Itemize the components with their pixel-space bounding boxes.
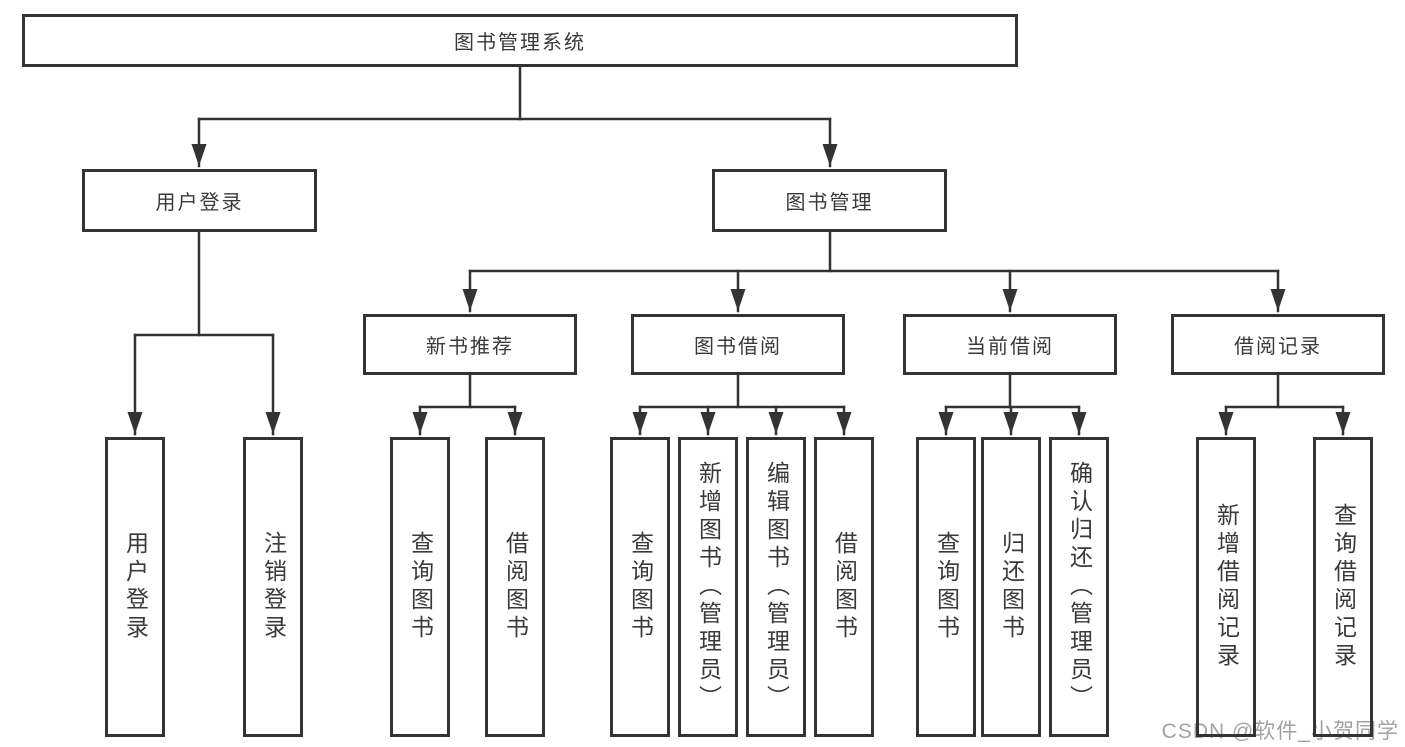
node-user-login-label: 用户登录: [155, 192, 244, 214]
leaf-current-query-books: 查询图书: [916, 437, 976, 737]
leaf-borrow-books-label: 借阅图书: [831, 531, 858, 643]
node-library-management-system: 图书管理系统: [22, 14, 1018, 67]
leaf-logout: 注销登录: [243, 437, 303, 737]
leaf-add-books-admin: 新增图书（管理员）: [678, 437, 738, 737]
node-book-management-label: 图书管理: [785, 192, 874, 214]
leaf-confirm-return-admin-label: 确认归还（管理员）: [1066, 461, 1093, 713]
leaf-newrec-borrow-books-label: 借阅图书: [502, 531, 529, 643]
node-current-borrowing-label: 当前借阅: [966, 336, 1054, 358]
node-borrowing-records: 借阅记录: [1171, 314, 1385, 375]
leaf-return-books-label: 归还图书: [998, 531, 1025, 643]
leaf-borrow-query-books: 查询图书: [610, 437, 670, 737]
node-book-management: 图书管理: [712, 169, 947, 232]
leaf-add-books-admin-label: 新增图书（管理员）: [695, 461, 722, 713]
leaf-user-login-label: 用户登录: [122, 531, 149, 643]
watermark: CSDN @软件_小贺同学: [1161, 720, 1399, 743]
leaf-logout-label: 注销登录: [260, 531, 287, 643]
leaf-newrec-query-books: 查询图书: [390, 437, 450, 737]
leaf-newrec-query-books-label: 查询图书: [407, 531, 434, 643]
node-borrowing-records-label: 借阅记录: [1234, 336, 1322, 358]
leaf-query-borrow-record: 查询借阅记录: [1313, 437, 1373, 737]
node-book-borrowing: 图书借阅: [631, 314, 845, 375]
node-user-login: 用户登录: [82, 169, 317, 232]
leaf-edit-books-admin: 编辑图书（管理员）: [746, 437, 806, 737]
node-book-borrowing-label: 图书借阅: [694, 336, 782, 358]
leaf-borrow-query-books-label: 查询图书: [627, 531, 654, 643]
node-library-management-system-label: 图书管理系统: [454, 32, 586, 54]
leaf-return-books: 归还图书: [981, 437, 1041, 737]
leaf-borrow-books: 借阅图书: [814, 437, 874, 737]
leaf-user-login: 用户登录: [105, 437, 165, 737]
leaf-edit-books-admin-label: 编辑图书（管理员）: [763, 461, 790, 713]
leaf-add-borrow-record-label: 新增借阅记录: [1213, 503, 1240, 671]
node-new-book-recommendation: 新书推荐: [363, 314, 577, 375]
leaf-query-borrow-record-label: 查询借阅记录: [1330, 503, 1357, 671]
node-new-book-recommendation-label: 新书推荐: [426, 336, 514, 358]
leaf-newrec-borrow-books: 借阅图书: [485, 437, 545, 737]
leaf-add-borrow-record: 新增借阅记录: [1196, 437, 1256, 737]
node-current-borrowing: 当前借阅: [903, 314, 1117, 375]
leaf-confirm-return-admin: 确认归还（管理员）: [1049, 437, 1109, 737]
leaf-current-query-books-label: 查询图书: [933, 531, 960, 643]
